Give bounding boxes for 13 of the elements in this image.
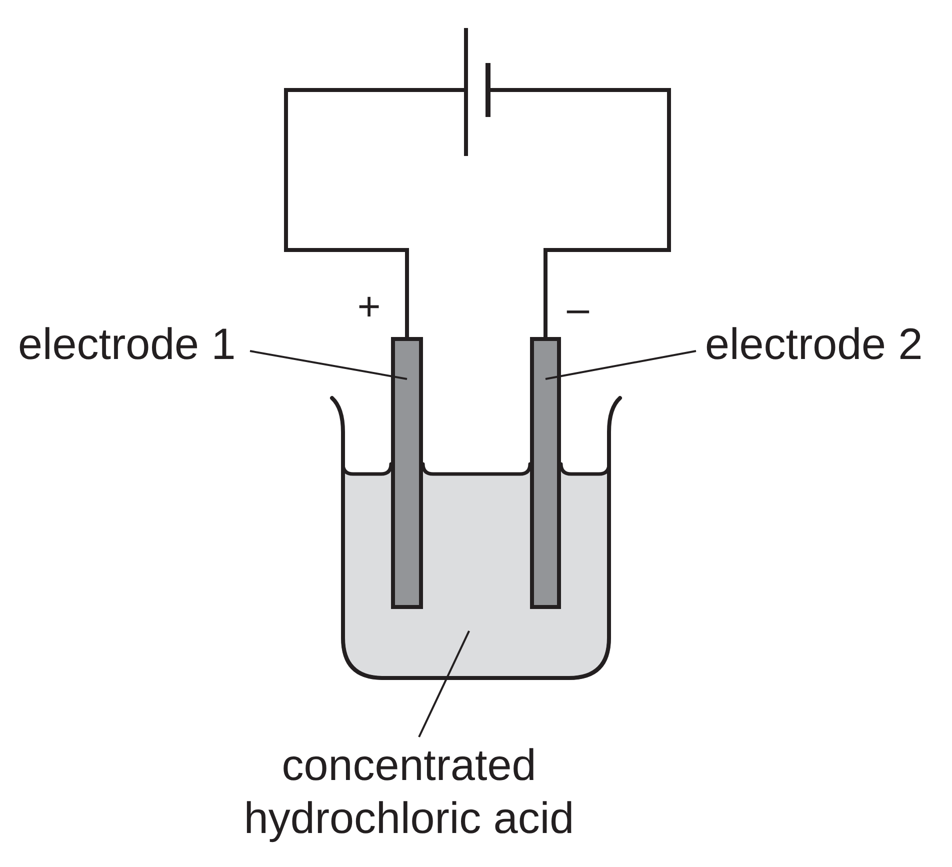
acid-label: concentrated hydrochloric acid [219,740,599,846]
electrode [530,337,561,609]
polarity-sign: + [357,287,381,327]
wire [490,88,671,337]
electrode-label: electrode 1 [18,319,236,372]
wire [284,88,464,337]
electrode [391,337,423,609]
leader-line [250,350,408,380]
leader-line [545,350,696,380]
leader-line [418,630,470,738]
electrode-label: electrode 2 [705,319,923,372]
cell-symbol [464,28,490,156]
polarity-sign: – [566,289,590,329]
